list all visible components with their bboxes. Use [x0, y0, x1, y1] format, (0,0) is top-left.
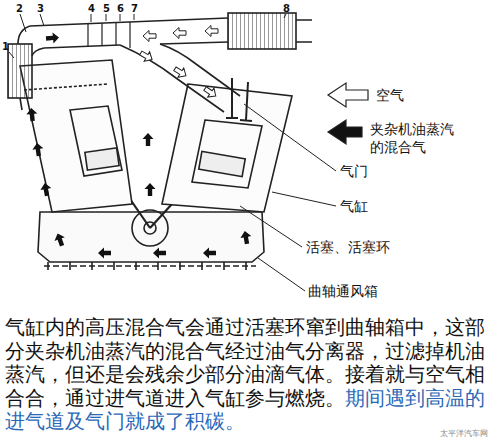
legend-arrows-part	[328, 83, 368, 107]
intake-manifold-part	[88, 22, 130, 48]
crankcase-part	[38, 212, 264, 262]
part-label: 活塞、活塞环	[306, 238, 390, 256]
intake-manifold	[30, 13, 312, 112]
callout-number: 6	[117, 3, 124, 14]
legend-arrows-part	[328, 120, 362, 144]
leader-lines-part	[284, 14, 286, 18]
air-arrows-part	[172, 64, 189, 80]
leader-lines-part	[40, 14, 44, 26]
oil-vapour-arrows-part	[145, 183, 156, 196]
crankcase-part	[48, 262, 246, 270]
leader-lines-part	[9, 52, 14, 58]
oil-separator-part	[20, 98, 22, 110]
oil-vapour-arrows-part	[52, 232, 67, 248]
air-arrows-part	[173, 28, 186, 39]
left-cylinder-bank	[20, 60, 132, 212]
left-cylinder-bank-part	[24, 84, 108, 90]
intake-manifold-part	[228, 13, 296, 49]
leader-lines-part	[20, 14, 26, 32]
callout-number: 2	[16, 3, 23, 14]
leader-lines-part	[258, 258, 305, 291]
callout-number: 8	[283, 3, 290, 14]
callout-number: 3	[37, 3, 44, 14]
air-arrows-part	[143, 31, 156, 42]
oil-vapour-arrows-part	[32, 142, 45, 156]
callout-number: 1	[2, 41, 9, 52]
right-cylinder-bank-part	[199, 151, 245, 176]
legend-text: 夹杂机油蒸汽的混合气	[370, 120, 460, 156]
left-cylinder-bank-part	[20, 60, 132, 212]
oil-vapour-arrows-part	[98, 248, 111, 259]
oil-vapour-arrows-part	[39, 182, 52, 197]
intake-manifold-part	[160, 42, 228, 44]
intake-manifold-part	[120, 45, 224, 112]
oil-vapour-arrows-part	[239, 230, 252, 245]
right-cylinder-bank-part	[162, 84, 292, 212]
air-arrows-part	[202, 84, 219, 100]
right-cylinder-bank-part	[240, 82, 252, 121]
oil-separator-part	[18, 26, 44, 56]
air-arrows-part	[205, 26, 218, 37]
oil-vapour-arrows-part	[203, 248, 216, 259]
left-cylinder-bank-part	[85, 148, 119, 170]
intake-manifold-part	[160, 44, 240, 96]
leader-lines	[9, 14, 336, 291]
part-label: 气缸	[340, 197, 368, 215]
oil-vapour-arrows-part	[26, 107, 38, 121]
part-label: 曲轴通风箱	[308, 282, 378, 300]
intake-manifold-part	[296, 20, 312, 42]
oil-vapour-arrows-part	[143, 133, 154, 146]
intake-manifold-part	[44, 45, 120, 48]
part-label: 气门	[340, 162, 368, 180]
callout-number: 4	[88, 3, 95, 14]
intake-manifold-part	[30, 18, 228, 26]
callout-number: 5	[103, 3, 110, 14]
leader-lines-part	[91, 14, 134, 22]
oil-separator	[8, 26, 44, 110]
oil-vapour-arrows	[26, 32, 253, 259]
leader-lines-part	[272, 192, 336, 206]
legend-text: 空气	[376, 86, 404, 104]
right-cylinder-bank-part	[226, 78, 238, 118]
oil-vapour-arrows-part	[153, 248, 166, 259]
air-arrows	[138, 26, 219, 101]
right-cylinder-bank-part	[192, 120, 262, 188]
air-arrows-part	[138, 48, 155, 64]
callout-number: 7	[131, 3, 138, 14]
left-cylinder-bank-part	[70, 106, 122, 176]
watermark: 太平洋汽车网	[440, 429, 488, 438]
leader-lines-part	[244, 104, 336, 171]
oil-vapour-arrows-part	[46, 32, 60, 44]
oil-separator-part	[8, 44, 32, 98]
legend-arrows	[328, 83, 368, 144]
leader-lines-part	[240, 206, 302, 247]
caption-paragraph: 气缸内的高压混合气会通过活塞环窜到曲轴箱中，这部分夹杂机油蒸汽的混合气经过油气分…	[5, 316, 497, 434]
